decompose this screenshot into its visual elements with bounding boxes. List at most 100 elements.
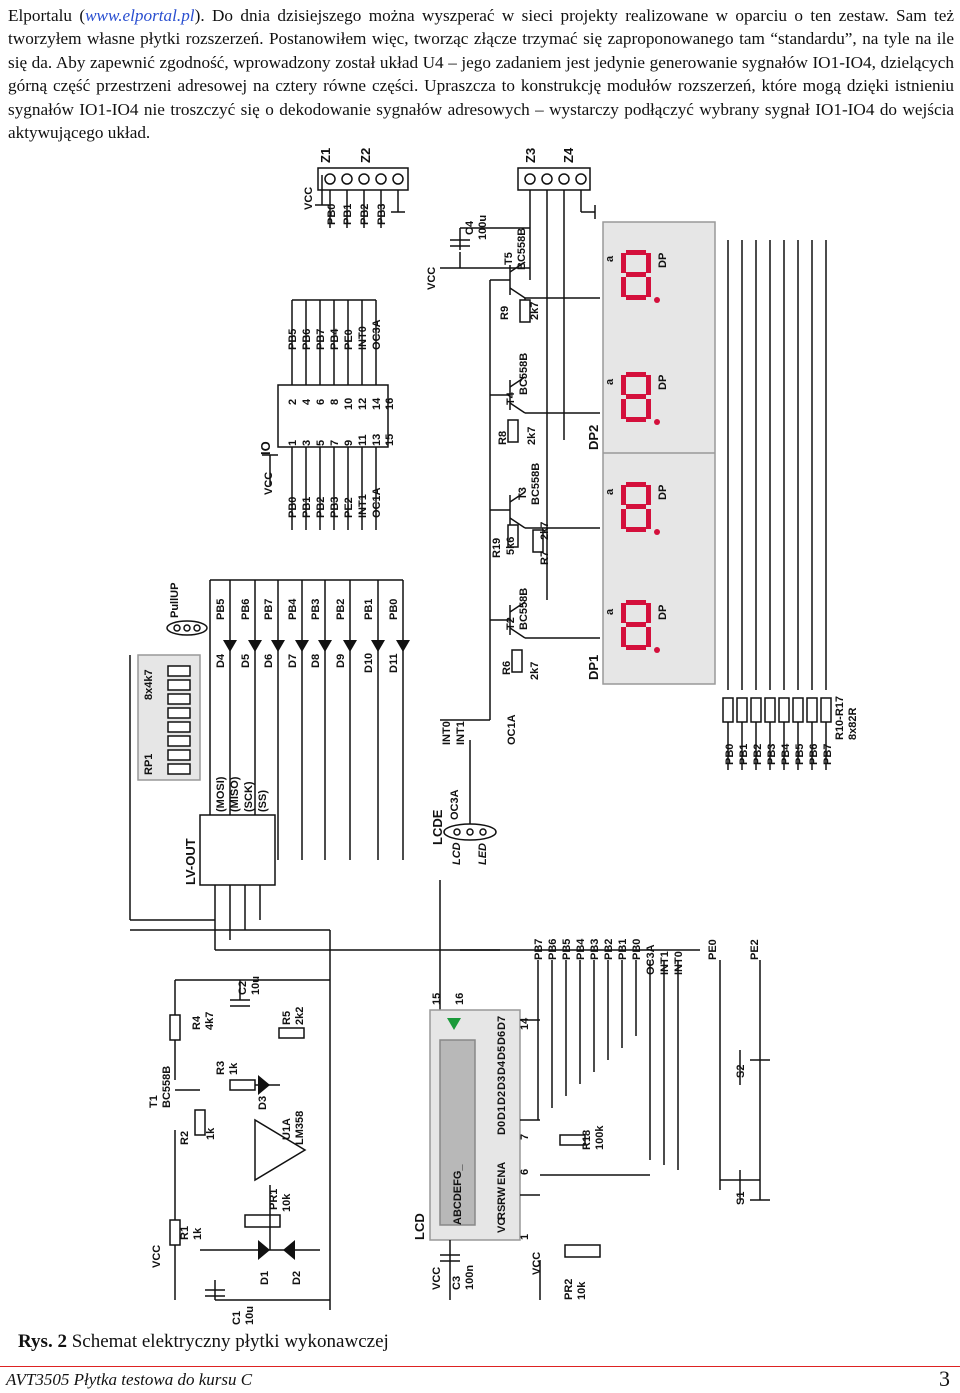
label-io: IO	[258, 441, 273, 455]
lcd-bus-int0: INT0	[673, 951, 685, 975]
label-r19-value: 5k6	[505, 537, 517, 555]
io-sig-pe0: PE0	[343, 329, 355, 350]
io-pin-11: 11	[357, 434, 369, 446]
label-z3: Z3	[523, 148, 538, 163]
rp-pb4: PB4	[780, 743, 792, 765]
diode-sig-pb2: PB2	[335, 599, 347, 620]
label-d8: D8	[310, 654, 322, 668]
label-d6: D6	[263, 654, 275, 668]
label-d7: D7	[287, 654, 299, 668]
diode-sig-pb3: PB3	[310, 599, 322, 620]
lcd-bus-pb0: PB0	[631, 939, 643, 960]
label-c4: C4	[464, 220, 476, 235]
label-t1-type: BC558B	[161, 1066, 173, 1108]
lcd-sig-d3: D3	[496, 1076, 508, 1090]
lcd-pin-1: 1	[519, 1234, 531, 1240]
seg-dp-2: DP	[657, 375, 669, 390]
label-r5-value: 2k2	[294, 1007, 306, 1025]
connector-z1-z2	[315, 167, 409, 228]
rp-pb7: PB7	[822, 744, 834, 765]
digit-1	[621, 250, 660, 303]
lcd-bus-pb7: PB7	[533, 939, 545, 960]
label-t4-type: BC558B	[518, 353, 530, 395]
io-pin-14: 14	[371, 397, 383, 410]
lv-out-connector	[130, 814, 500, 1310]
label-pin15: 15	[431, 993, 443, 1005]
label-c1-value: 10u	[244, 1306, 256, 1325]
io-sig-pb0: PB0	[287, 497, 299, 518]
label-d1: D1	[259, 1271, 271, 1285]
digit-3	[621, 482, 660, 535]
label-pb0-top: PB0	[326, 204, 338, 225]
label-r7-value: 2k7	[539, 522, 551, 540]
label-lcd-select: LCD	[451, 842, 463, 865]
lcd-bus-int1: INT1	[659, 951, 671, 975]
lcd-screen-text: ABCDEFG_	[452, 1164, 464, 1225]
label-d11: D11	[388, 653, 400, 673]
caption-label: Rys. 2	[18, 1331, 67, 1352]
label-t2-type: BC558B	[518, 588, 530, 630]
label-r4: R4	[191, 1015, 203, 1030]
label-r8-value: 2k7	[526, 427, 538, 445]
lcd-pin-6: 6	[519, 1169, 531, 1175]
text-run: ). Do dnia dzisiejszego można wyszperać …	[8, 6, 955, 143]
lcd-pin-7: 7	[519, 1134, 531, 1140]
io-sig-pb1: PB1	[301, 497, 313, 518]
lcd-bus-pb5: PB5	[561, 939, 573, 960]
diode-sig-pb4: PB4	[287, 598, 299, 620]
label-pr2-value: 10k	[576, 1281, 588, 1300]
label-t3: T3	[517, 487, 529, 500]
io-sig-pb2: PB2	[315, 497, 327, 518]
lcd-sig-d4: D4	[496, 1060, 508, 1075]
lcd-sig-ena: ENA	[496, 1162, 508, 1185]
rp1-pullup	[129, 580, 215, 921]
diode-sig-pb0: PB0	[388, 599, 400, 620]
label-c4-value: 100u	[477, 215, 489, 240]
label-ss: (SS)	[257, 790, 269, 812]
label-vcc-pr2: VCC	[531, 1252, 543, 1275]
label-r7: R7	[539, 551, 551, 565]
label-pr2: PR2	[563, 1279, 575, 1300]
seg-a-2: a	[604, 378, 616, 385]
io-pin-10: 10	[343, 398, 355, 410]
label-d10: D10	[363, 653, 375, 673]
diode-sig-pb7: PB7	[263, 599, 275, 620]
label-vcc-lcd: VCC	[431, 1267, 443, 1290]
label-vcc-power: VCC	[151, 1245, 163, 1268]
io-pin-7: 7	[329, 440, 341, 446]
display-bus	[722, 240, 832, 770]
label-rp1-value: 8x4k7	[143, 669, 155, 700]
label-pe2: PE2	[749, 939, 761, 960]
label-c2-value: 10u	[250, 976, 262, 995]
label-t1: T1	[148, 1095, 160, 1108]
label-r8: R8	[497, 431, 509, 445]
connector-z3-z4	[517, 167, 596, 600]
lcd-sig-d1: D1	[496, 1106, 508, 1120]
io-pin-13: 13	[371, 434, 383, 446]
lcde-selector	[439, 740, 497, 1010]
label-d2: D2	[291, 1271, 303, 1285]
transistor-column	[440, 261, 600, 721]
diode-array	[210, 579, 404, 860]
label-r4-value: 4k7	[204, 1012, 216, 1030]
seg-a-3: a	[604, 488, 616, 495]
label-pin16: 16	[454, 993, 466, 1005]
diode-sig-pb5: PB5	[215, 599, 227, 620]
switches	[719, 960, 770, 1201]
label-d4: D4	[215, 653, 227, 668]
footer-title: AVT3505 Płytka testowa do kursu C	[6, 1370, 253, 1389]
io-pin-4: 4	[301, 398, 313, 405]
rp-pb1: PB1	[738, 744, 750, 765]
label-r6-value: 2k7	[529, 662, 541, 680]
label-z2: Z2	[358, 148, 373, 163]
label-pb2-top: PB2	[359, 204, 371, 225]
io-sig-pb6: PB6	[301, 329, 313, 350]
label-z4: Z4	[561, 147, 576, 163]
lcd-bus-pb1: PB1	[617, 939, 629, 960]
label-d9: D9	[335, 654, 347, 668]
label-r10-r17-value: 8x82R	[847, 708, 859, 740]
label-s2: S2	[735, 1065, 747, 1078]
elportal-link[interactable]: www.elportal.pl	[85, 6, 195, 25]
rp-pb0: PB0	[724, 744, 736, 765]
io-sig-oc1a: OC1A	[371, 487, 383, 518]
